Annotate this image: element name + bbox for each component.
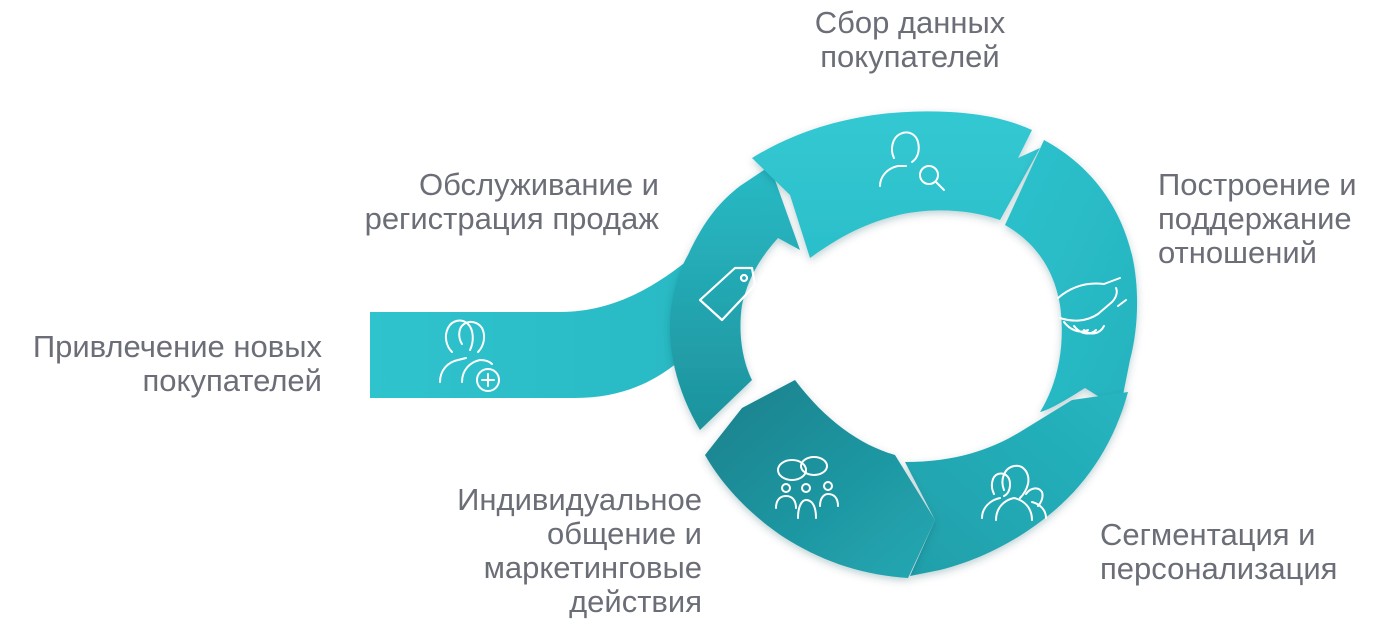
cycle-segment-segmentation [905, 392, 1128, 576]
stage-label-data-collection: Сбор данных покупателей [780, 6, 1040, 74]
stage-label-line: персонализация [1100, 551, 1338, 586]
stage-label-line: поддержание [1158, 201, 1352, 236]
stage-label-line: маркетинговые [483, 550, 702, 585]
entry-arrow-band [370, 250, 745, 398]
stage-label-line: Построение и [1158, 167, 1357, 202]
stage-label-line: Сбор данных [814, 5, 1006, 40]
stage-label-line: регистрация продаж [364, 201, 659, 236]
stage-label-communication: Индивидуальное общение и маркетинговые д… [457, 483, 702, 619]
user-group-icon [981, 464, 1047, 521]
stage-label-line: Индивидуальное [457, 482, 702, 517]
stage-label-sales: Обслуживание и регистрация продаж [365, 168, 659, 236]
price-tag-icon [698, 266, 757, 322]
cycle-segment-data-collection [752, 111, 1040, 258]
stage-label-line: покупателей [820, 39, 1000, 74]
entry-label-line: Привлечение новых [32, 329, 322, 364]
cycle-segment-sales [669, 166, 800, 430]
entry-label: Привлечение новых покупателей [33, 330, 322, 398]
stage-label-line: Сегментация и [1100, 517, 1316, 552]
stage-label-line: действия [569, 584, 702, 619]
stage-label-line: отношений [1158, 235, 1317, 270]
stage-label-line: Обслуживание и [419, 167, 659, 202]
stage-label-line: общение и [547, 516, 702, 551]
handshake-icon [1057, 277, 1127, 335]
stage-label-relationships: Построение и поддержание отношений [1158, 168, 1357, 270]
user-add-icon [439, 319, 500, 392]
cycle-segment-relationships [1005, 140, 1138, 412]
entry-label-line: покупателей [142, 363, 323, 398]
chat-group-icon [775, 456, 839, 519]
user-search-icon [879, 131, 945, 191]
cycle-segment-communication [705, 380, 935, 578]
stage-label-segmentation: Сегментация и персонализация [1100, 518, 1337, 586]
